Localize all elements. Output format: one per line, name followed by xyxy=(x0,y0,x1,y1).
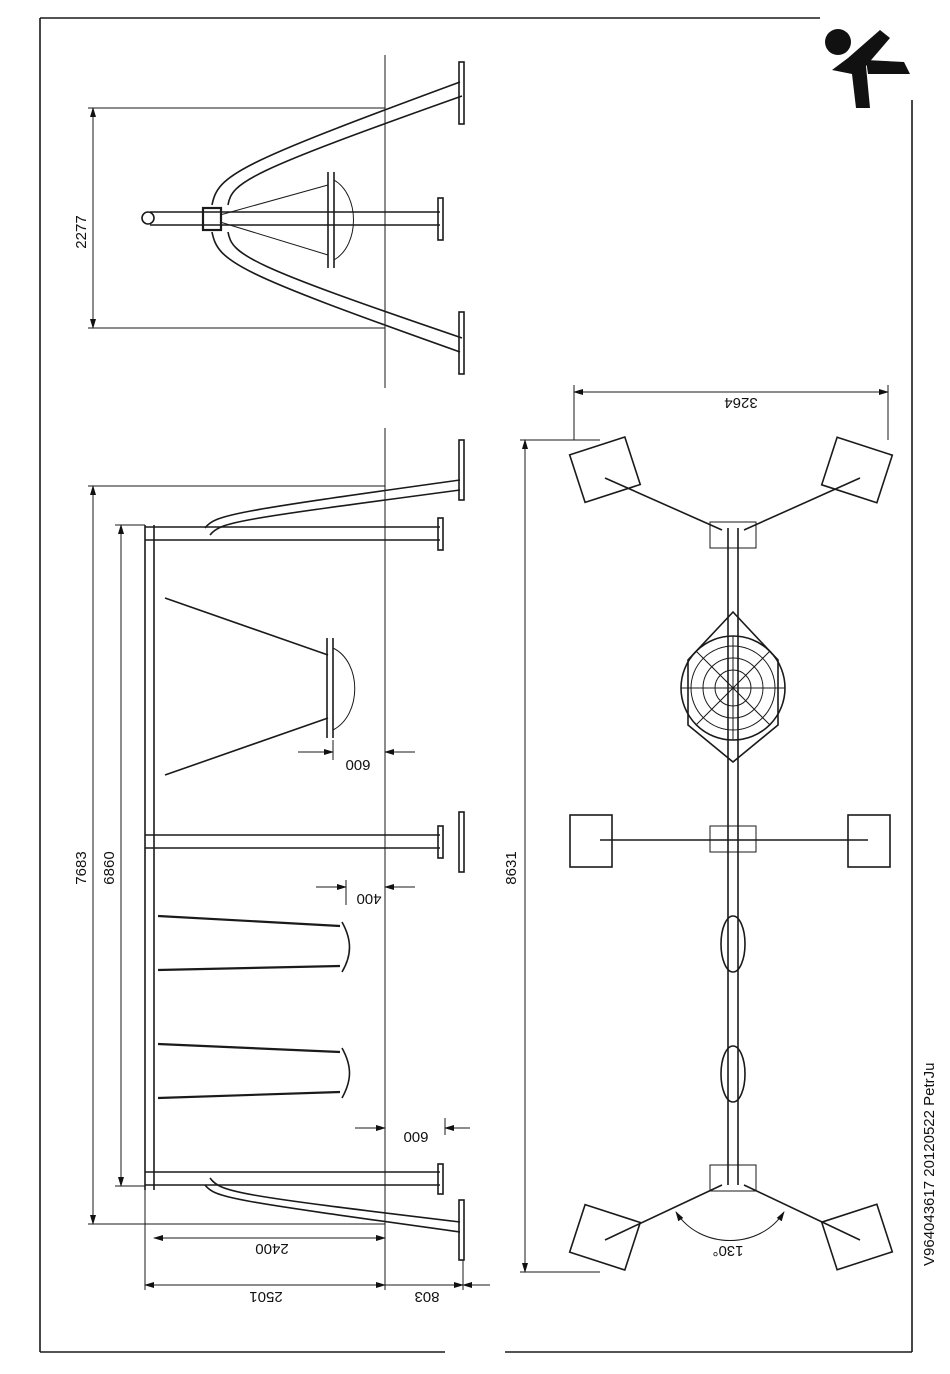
top-view xyxy=(88,55,464,388)
dim-base-total: 2501 xyxy=(249,1288,282,1305)
dim-side-inner: 6860 xyxy=(101,851,118,884)
dim-plan-width: 3264 xyxy=(724,394,757,411)
dim-end-offset: 803 xyxy=(414,1288,439,1305)
jumping-figure-logo xyxy=(825,29,910,108)
dim-plan-length: 8631 xyxy=(503,851,520,884)
side-view xyxy=(88,428,490,1290)
dim-angle: 130° xyxy=(712,1242,743,1259)
drawing-frame xyxy=(40,18,912,1352)
dim-side-total: 7683 xyxy=(73,851,90,884)
dim-swing-offset-2: 600 xyxy=(403,1128,428,1145)
plan-view xyxy=(520,385,892,1272)
dim-swing-offset: 400 xyxy=(356,890,381,907)
drawing-stamp: V964043617 20120522 PetrJu xyxy=(921,1062,938,1266)
dim-base-span: 2400 xyxy=(255,1240,288,1257)
dim-nest-offset: 600 xyxy=(345,756,370,773)
dim-top-view-width: 2277 xyxy=(73,215,90,248)
